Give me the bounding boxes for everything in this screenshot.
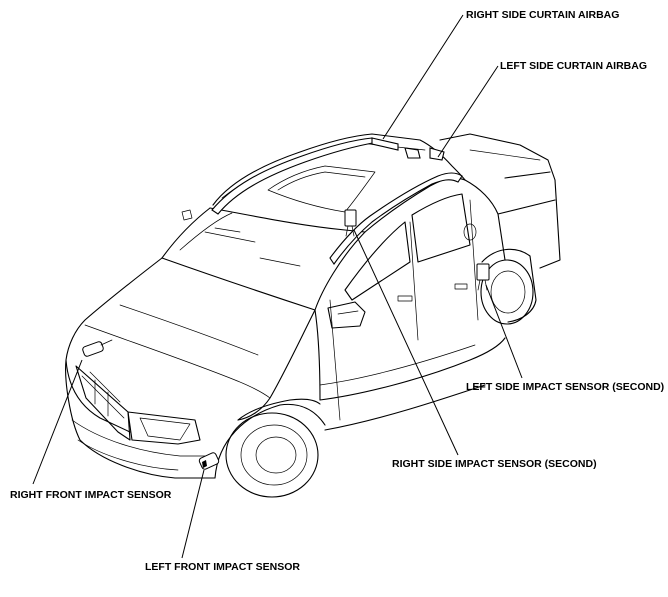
label-right-front-impact-sensor: RIGHT FRONT IMPACT SENSOR [10,489,172,501]
front-wheel [225,412,319,498]
leader-right-side-curtain-airbag [382,14,464,140]
right-front-impact-sensor [82,339,113,357]
leader-right-side-impact-sensor [353,229,459,456]
label-left-side-impact-sensor-second: LEFT SIDE IMPACT SENSOR (SECOND) [466,381,664,393]
leader-left-front-impact-sensor [181,469,205,559]
left-side-impact-sensor-second [476,263,490,291]
truck-body [65,133,561,498]
label-left-front-impact-sensor: LEFT FRONT IMPACT SENSOR [145,561,300,573]
leader-lines [32,14,523,559]
label-left-side-curtain-airbag: LEFT SIDE CURTAIN AIRBAG [500,60,647,72]
left-front-impact-sensor [198,452,220,470]
leader-right-front-impact-sensor [32,359,83,485]
side-mirror [327,301,366,329]
rear-wheel [480,248,537,325]
curtain-airbag-assembly [211,137,463,265]
label-right-side-impact-sensor-second: RIGHT SIDE IMPACT SENSOR (SECOND) [392,458,597,470]
labels: RIGHT SIDE CURTAIN AIRBAG LEFT SIDE CURT… [10,9,664,573]
leader-left-side-impact-sensor [485,284,523,379]
leader-left-side-curtain-airbag [437,65,499,158]
right-side-impact-sensor-second [344,209,357,237]
label-right-side-curtain-airbag: RIGHT SIDE CURTAIN AIRBAG [466,9,619,21]
